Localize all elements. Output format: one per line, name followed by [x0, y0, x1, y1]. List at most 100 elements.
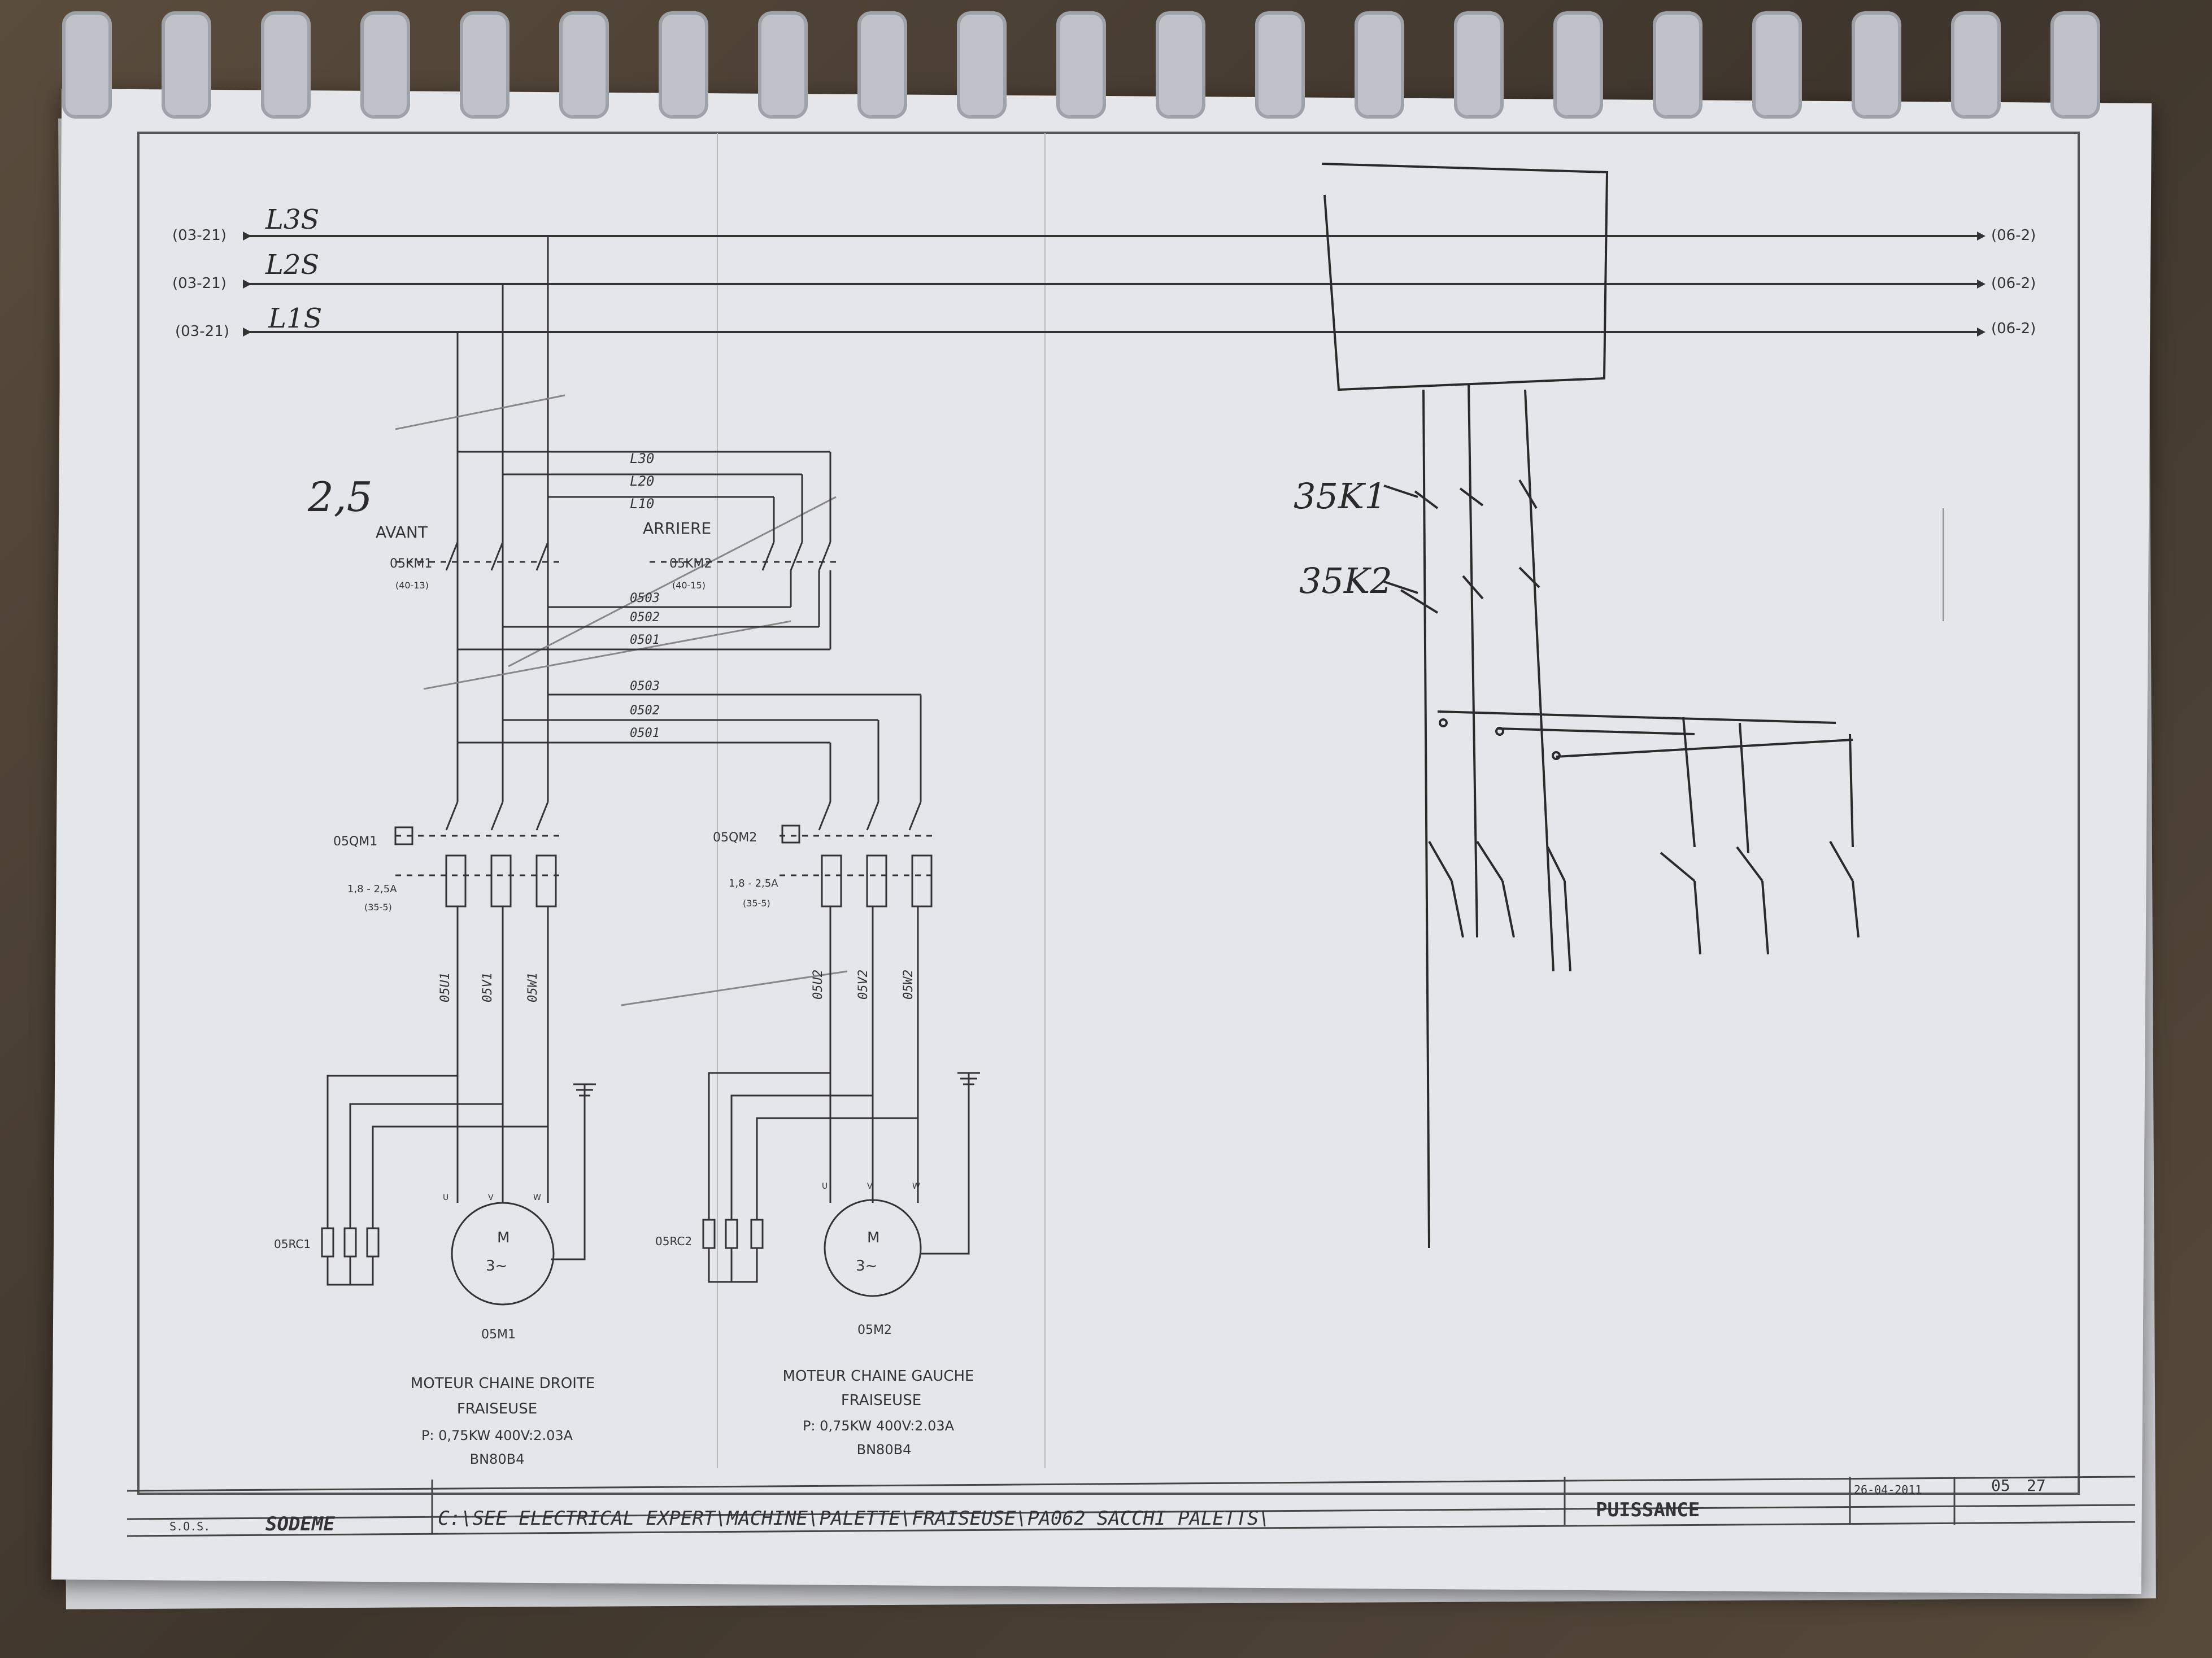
contactor-contacts	[395, 542, 836, 571]
qm2-ref: (35-5)	[743, 898, 770, 909]
hand-line-label-3: L1S	[268, 303, 322, 334]
motor2-bus	[458, 693, 922, 802]
wire-label-3: 05W1	[526, 972, 540, 1002]
motor2-w: W	[912, 1182, 920, 1191]
km2-label: 05KM2	[669, 557, 712, 571]
out-label-3: 0501	[630, 633, 660, 647]
spiral-binding	[51, 0, 2175, 130]
ref-right-1: (06-2)	[1991, 227, 2036, 244]
km-right-label: ARRIERE	[643, 519, 711, 538]
binding-coil	[261, 11, 311, 119]
binding-coil	[1355, 11, 1404, 119]
binding-coil	[1156, 11, 1205, 119]
motor1-symbol: M	[497, 1229, 510, 1246]
binding-coil	[62, 11, 112, 119]
hand-section: 2,5	[307, 473, 373, 521]
motor1-label: 05M1	[481, 1328, 516, 1342]
hand-line-label-2: L2S	[265, 249, 319, 281]
motor1-u: U	[443, 1193, 449, 1202]
binding-coil	[2050, 11, 2100, 119]
company-name: SODEME	[265, 1513, 335, 1535]
qm2-label: 05QM2	[713, 831, 757, 845]
motor2-desc-2: FRAISEUSE	[841, 1392, 921, 1409]
motor2-symbol: M	[867, 1229, 879, 1246]
motor2-circuit	[702, 1072, 980, 1297]
motor1-desc-3: P: 0,75KW 400V:2.03A	[421, 1428, 573, 1443]
motor1-v: V	[488, 1193, 494, 1202]
sheet-frame	[137, 132, 2080, 1495]
wire-label-2: 05V1	[481, 972, 495, 1002]
motor2-v: V	[867, 1182, 873, 1191]
out-label-2: 0502	[630, 610, 660, 625]
qm2-range: 1,8 - 2,5A	[729, 878, 778, 889]
qm1-label: 05QM1	[333, 835, 377, 849]
ref-left-1: (03-21)	[172, 227, 227, 244]
file-path: C:\SEE ELECTRICAL EXPERT\MACHINE\PALETTE…	[438, 1507, 1270, 1530]
rc1-label: 05RC1	[274, 1237, 311, 1251]
wire-label-6: 05W2	[902, 970, 916, 1000]
section-name: PUISSANCE	[1596, 1499, 1700, 1521]
binding-coil	[1951, 11, 2001, 119]
binding-coil	[360, 11, 410, 119]
motor1-w: W	[533, 1193, 541, 1202]
binding-coil	[559, 11, 609, 119]
mid-label-2: 0502	[630, 704, 660, 718]
ref-right-3: (06-2)	[1991, 320, 2036, 337]
motor2-desc-3: P: 0,75KW 400V:2.03A	[803, 1418, 955, 1434]
binding-coil	[460, 11, 510, 119]
km-left-label: AVANT	[376, 523, 428, 542]
rc2-label: 05RC2	[655, 1234, 692, 1248]
bus-label-3: L10	[630, 496, 654, 512]
binding-coil	[857, 11, 907, 119]
binding-coil	[162, 11, 211, 119]
wire-label-1: 05U1	[438, 972, 452, 1002]
binding-coil	[1255, 11, 1305, 119]
wire-label-5: 05V2	[856, 970, 870, 1000]
binding-coil	[659, 11, 708, 119]
motor1-desc-4: BN80B4	[470, 1451, 525, 1467]
output-bus	[458, 570, 831, 651]
motor2-u: U	[822, 1182, 828, 1191]
hand-line-label-1: L3S	[265, 204, 319, 235]
binding-coil	[1852, 11, 1901, 119]
hand-strokes	[395, 394, 848, 1006]
binding-coil	[1653, 11, 1702, 119]
drop-wires	[456, 236, 549, 802]
motor1-circuit	[321, 1075, 596, 1306]
binding-coil	[1752, 11, 1802, 119]
out-label-1: 0503	[630, 591, 660, 605]
mid-label-3: 0501	[630, 726, 660, 740]
motor2-phase: 3~	[856, 1258, 877, 1275]
motor1-desc-2: FRAISEUSE	[457, 1400, 537, 1417]
company-prefix: S.O.S.	[169, 1520, 210, 1533]
qm1-range: 1,8 - 2,5A	[347, 883, 397, 895]
breaker-qm2	[780, 801, 938, 1203]
hand-k1: 35K1	[1294, 475, 1387, 517]
binding-coil	[758, 11, 808, 119]
bus-label-2: L20	[630, 473, 654, 489]
binding-coil	[957, 11, 1007, 119]
motor1-phase: 3~	[486, 1258, 507, 1275]
motor2-desc-4: BN80B4	[857, 1442, 912, 1458]
bus-label-1: L30	[630, 451, 654, 466]
ref-left-3: (03-21)	[175, 323, 229, 340]
motor2-label: 05M2	[857, 1323, 892, 1337]
binding-coil	[1056, 11, 1106, 119]
km1-label: 05KM1	[390, 557, 432, 571]
hand-sketch	[1321, 163, 1944, 1249]
hand-k2: 35K2	[1299, 560, 1392, 601]
supply-lines	[243, 232, 1985, 337]
wire-label-4: 05U2	[811, 970, 825, 1000]
binding-coil	[1454, 11, 1504, 119]
sheet-date: 26-04-2011	[1854, 1483, 1922, 1496]
page-number: 05	[1991, 1476, 2010, 1495]
breaker-qm1	[394, 801, 559, 1203]
page-total: 27	[2027, 1476, 2046, 1495]
motor1-desc-1: MOTEUR CHAINE DROITE	[411, 1375, 595, 1392]
binding-coil	[1553, 11, 1603, 119]
km1-ref: (40-13)	[395, 580, 429, 591]
km2-ref: (40-15)	[672, 580, 706, 591]
ref-left-2: (03-21)	[172, 275, 227, 292]
motor2-desc-1: MOTEUR CHAINE GAUCHE	[783, 1368, 974, 1385]
